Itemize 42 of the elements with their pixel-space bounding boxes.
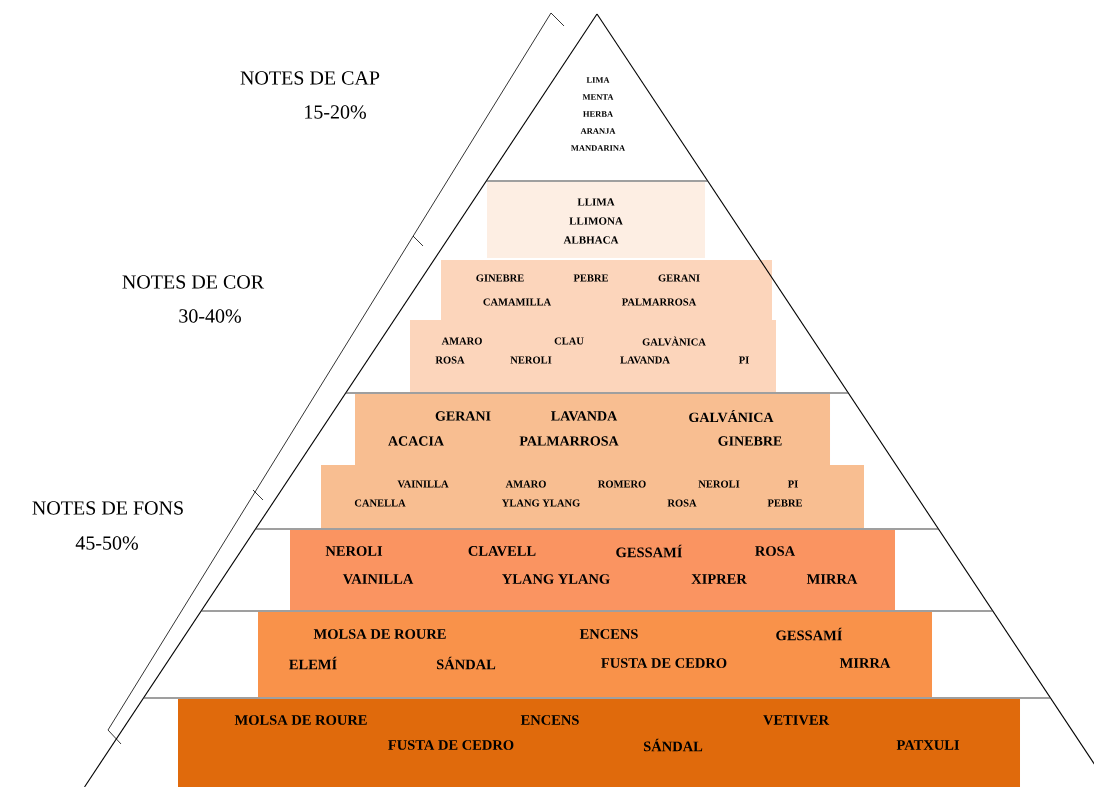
- node-label: ROMERO: [597, 480, 646, 488]
- node-label: PEBRE: [573, 274, 608, 282]
- band: GERANI LAVANDA GALVÁNICA ACACIA PALMARROSA GINEBRE: [355, 394, 830, 465]
- node-label: PALMARROSA: [621, 298, 697, 306]
- node-label: GINEBRE: [476, 274, 524, 282]
- node-label: CLAU: [554, 337, 584, 345]
- node-label: PI: [787, 480, 798, 488]
- node-label: LAVANDA: [620, 356, 670, 364]
- node-label: GALVÀNICA: [642, 336, 706, 346]
- node-label: PALMARROSA: [519, 436, 619, 446]
- side-label: NOTES DE COR: [122, 275, 265, 289]
- node-label: GERANI: [435, 411, 491, 421]
- node-label: GALVÁNICA: [689, 409, 774, 423]
- side-label: NOTES DE FONS: [32, 501, 183, 515]
- band: AMARO CLAU GALVÀNICA ROSA NEROLI LAVANDA PI: [410, 320, 776, 392]
- apex-words: LIMA MENTA HERBA ARANJA MANDARINA: [571, 77, 626, 151]
- node-label: AMARO: [441, 337, 482, 345]
- node-label: VAINILLA: [397, 480, 449, 488]
- band: MOLSA DE ROURE ENCENS VETIVER FUSTA DE CEDRO SÁNDAL PATXULI: [178, 699, 1020, 787]
- band: LLIMA LLIMONA ALBHACA: [487, 182, 705, 258]
- node-label: CAMAMILLA: [483, 298, 552, 306]
- node-label: GINEBRE: [718, 436, 782, 446]
- node-label: YLANG YLANG: [501, 499, 580, 507]
- side-label: 15-20%: [305, 105, 366, 119]
- node-label: LAVANDA: [551, 411, 618, 421]
- node-label: ROSA: [435, 356, 465, 364]
- node-label: GERANI: [658, 274, 700, 282]
- side-label: 45-50%: [75, 536, 138, 550]
- node-label: NEROLI: [698, 480, 740, 488]
- band: VAINILLA AMARO ROMERO NEROLI PI CANELLA YLANG YLANG ROSA PEBRE: [321, 465, 864, 528]
- node-label: ACACIA: [388, 436, 444, 446]
- band: NEROLI CLAVELL GESSAMÍ ROSA VAINILLA YLANG YLANG XIPRER MIRRA: [290, 530, 895, 610]
- node-label: NEROLI: [510, 356, 552, 364]
- node-label: CANELLA: [354, 499, 406, 507]
- side-label: NOTES DE CAP: [240, 71, 380, 85]
- node-label: PI: [738, 356, 749, 364]
- node-label: AMARO: [505, 480, 546, 488]
- node-label: PEBRE: [767, 499, 802, 507]
- band: GINEBRE PEBRE GERANI CAMAMILLA PALMARROSA: [441, 260, 772, 320]
- band: MOLSA DE ROURE ENCENS GESSAMÍ ELEMÍ SÁNDAL FUSTA DE CEDRO MIRRA: [258, 612, 932, 697]
- node-label: ROSA: [667, 499, 697, 507]
- side-label: 30-40%: [179, 309, 241, 323]
